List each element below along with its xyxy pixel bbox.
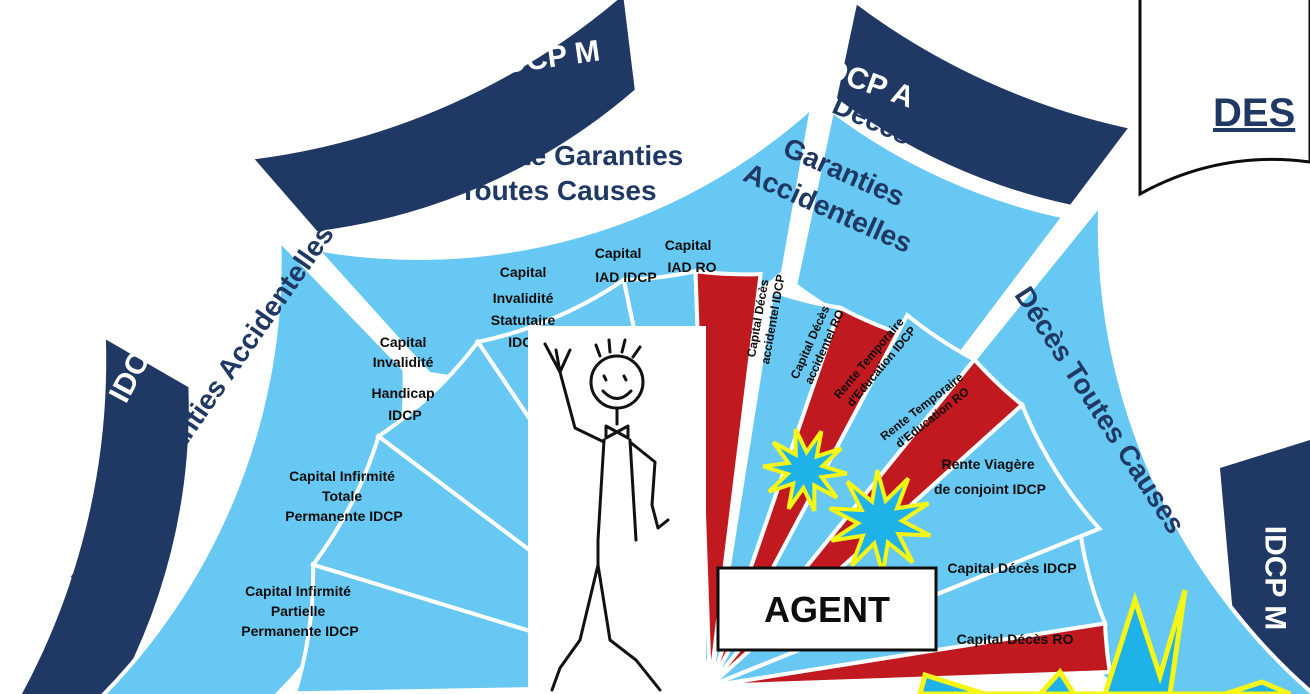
stick-figure-bowtie <box>604 424 630 440</box>
agent-box-frame <box>716 566 938 652</box>
capital-itp-label: Capital Infirmité Totale Permanente IDCP <box>285 468 402 524</box>
stick-figure-torso <box>596 438 638 567</box>
stick-figure-eyes <box>602 374 628 382</box>
capital-statutaire-line1: Capital <box>500 264 547 280</box>
stick-figure-hair <box>594 338 642 359</box>
sector-invalidite-line1: Invalidité Garanties <box>425 140 683 171</box>
banner-top-right <box>832 0 1135 210</box>
stick-figure-legs <box>550 563 662 692</box>
capital-handicap-label: Capital Invalidité Handicap IDCP <box>372 334 439 423</box>
burst-2 <box>828 469 932 575</box>
stick-figure-arm-right <box>628 440 670 530</box>
capital-viagere-line1: Rente Viagère <box>941 456 1034 472</box>
stick-figure <box>528 326 706 694</box>
capital-iad-ro-line2: IAD RO <box>668 259 717 275</box>
capital-handicap-line2: Invalidité <box>373 354 434 370</box>
sector-invalidite-label: Invalidité Garanties Toutes Causes <box>425 140 691 206</box>
banner-left <box>17 332 193 694</box>
capital-deces-ro-label: Capital Décès RO <box>957 631 1074 647</box>
stick-figure-panel <box>528 326 706 694</box>
capital-iad-ro-line1: Capital <box>665 237 712 253</box>
capital-itp-line3: Permanente IDCP <box>285 508 402 524</box>
burst-1 <box>762 428 848 512</box>
capital-iad-idcp-line1: Capital <box>595 245 642 261</box>
capital-statutaire-line2: Invalidité <box>493 290 554 306</box>
capital-deces-idcp-label: Capital Décès IDCP <box>947 560 1076 576</box>
capital-ipp-line1: Capital Infirmité <box>245 583 351 599</box>
capital-iad-idcp-line2: IAD IDCP <box>595 269 656 285</box>
capital-handicap-line3: Handicap <box>372 385 435 401</box>
capital-statutaire-line3: Statutaire <box>491 312 556 328</box>
stick-figure-smile <box>601 389 633 400</box>
capital-iad-ro-label: Capital IAD RO <box>665 237 717 275</box>
wedge-capital-deces-ro <box>709 621 1113 688</box>
capital-itp-line1: Capital Infirmité <box>289 468 395 484</box>
callout-text: DES <box>1213 91 1295 135</box>
capital-ipp-line2: Partielle <box>271 603 326 619</box>
agent-label: AGENT <box>764 589 890 630</box>
agent-box: AGENT <box>716 566 938 652</box>
capital-statutaire-label: Capital Invalidité Statutaire IDCP <box>491 264 559 350</box>
stick-figure-arm-left <box>543 342 606 444</box>
callout-box <box>1138 0 1310 197</box>
sector-invalidite-line2: Toutes Causes <box>459 175 656 206</box>
burst-large <box>917 589 1291 694</box>
capital-viagere-line2: de conjoint IDCP <box>934 481 1046 497</box>
capital-viagere-label: Rente Viagère de conjoint IDCP <box>934 456 1046 497</box>
capital-ipp-label: Capital Infirmité Partielle Permanente I… <box>241 583 358 639</box>
capital-itp-line2: Totale <box>322 488 362 504</box>
capital-iad-idcp-label: Capital IAD IDCP <box>595 245 657 285</box>
banner-top-middle <box>246 0 639 236</box>
capital-ipp-line3: Permanente IDCP <box>241 623 358 639</box>
capital-handicap-line4: IDCP <box>388 407 421 423</box>
banner-right-label: IDCP M <box>1259 526 1292 630</box>
capital-handicap-line1: Capital <box>380 334 427 350</box>
